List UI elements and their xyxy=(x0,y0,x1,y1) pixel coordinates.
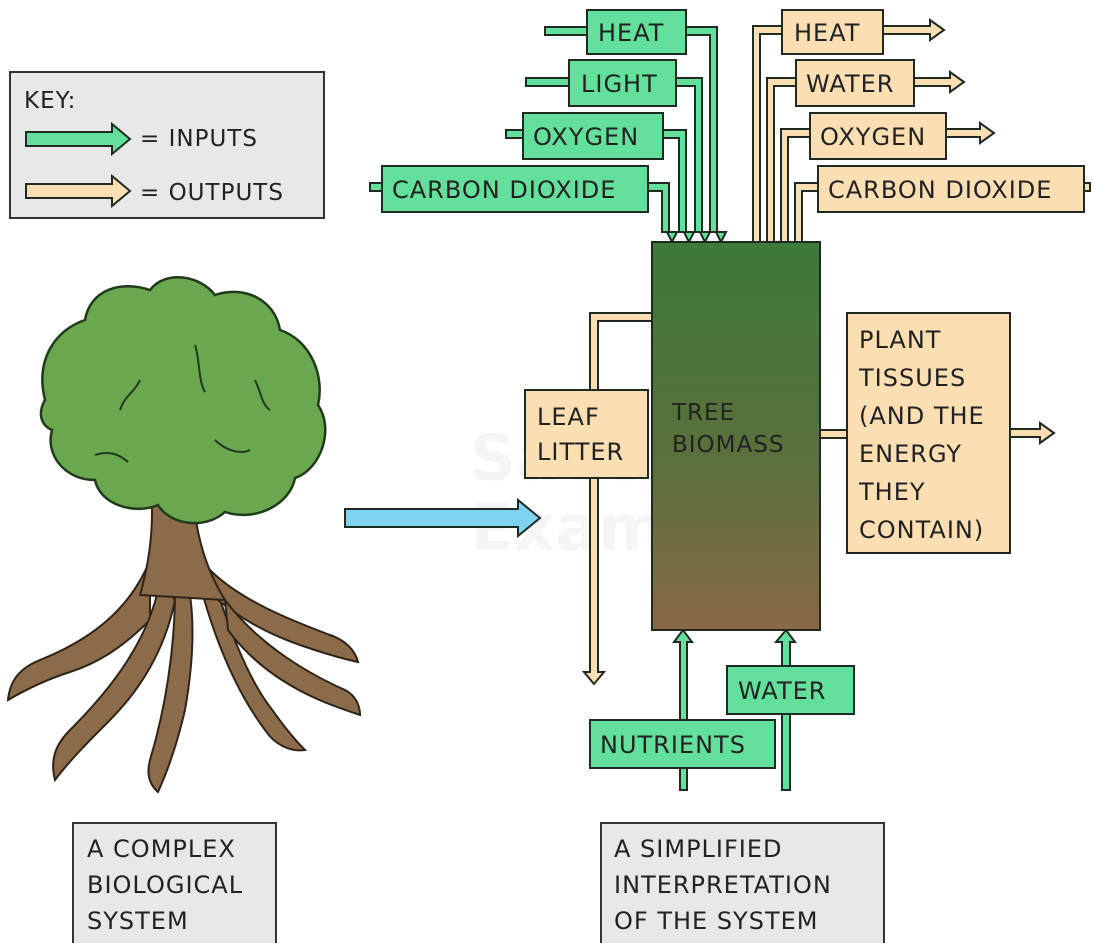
key-input-arrow xyxy=(25,121,132,157)
leaf-litter-line-2: LITTER xyxy=(537,438,624,466)
plant-tissues-line-4: ENERGY xyxy=(859,440,962,468)
input-box-light: LIGHT xyxy=(568,59,677,107)
biomass-line-2: BIOMASS xyxy=(672,432,784,458)
key-outputs-label: = OUTPUTS xyxy=(140,180,284,206)
plant-tissues-line-5: THEY xyxy=(858,478,926,506)
input-water-label: WATER xyxy=(738,677,826,705)
output-box-oxygen: OXYGEN xyxy=(809,112,947,160)
output-co2-label: CARBON DIOXIDE xyxy=(828,176,1052,204)
transform-arrow xyxy=(344,497,542,539)
tree-illustration xyxy=(6,276,362,794)
output-box-carbon-dioxide: CARBON DIOXIDE xyxy=(817,165,1085,213)
input-box-nutrients: NUTRIENTS xyxy=(589,719,776,769)
key-output-arrow xyxy=(25,173,132,209)
tree-canopy xyxy=(39,276,327,525)
output-oxygen-label: OXYGEN xyxy=(820,123,926,151)
caption-right-line-2: INTERPRETATION xyxy=(614,871,832,899)
key-box: KEY: = INPUTS = OUTPUTS xyxy=(9,71,325,219)
output-water-label: WATER xyxy=(806,70,894,98)
plant-tissues-line-1: PLANT xyxy=(859,326,941,354)
key-inputs-label: = INPUTS xyxy=(140,126,258,152)
caption-left: A COMPLEX BIOLOGICAL SYSTEM xyxy=(72,822,277,943)
plant-tissues-box: PLANT TISSUES (AND THE ENERGY THEY CONTA… xyxy=(846,312,1011,554)
caption-right-line-3: OF THE SYSTEM xyxy=(614,907,818,935)
caption-right-line-1: A SIMPLIFIED xyxy=(614,835,783,863)
input-nutrients-label: NUTRIENTS xyxy=(600,731,746,759)
input-co2-label: CARBON DIOXIDE xyxy=(392,176,616,204)
caption-right: A SIMPLIFIED INTERPRETATION OF THE SYSTE… xyxy=(600,822,885,943)
input-oxygen-label: OXYGEN xyxy=(533,123,639,151)
output-heat-label: HEAT xyxy=(794,19,860,47)
biomass-line-1: TREE xyxy=(671,400,735,426)
leaf-litter-line-1: LEAF xyxy=(537,403,600,431)
input-box-heat: HEAT xyxy=(586,9,687,55)
input-box-carbon-dioxide: CARBON DIOXIDE xyxy=(381,165,649,213)
tree-biomass-block: TREE BIOMASS xyxy=(651,241,821,631)
tree-roots xyxy=(6,559,362,794)
plant-tissues-line-3: (AND THE xyxy=(859,402,985,430)
caption-left-line-2: BIOLOGICAL xyxy=(87,871,243,899)
leaf-litter-pipe xyxy=(581,312,653,686)
input-light-label: LIGHT xyxy=(581,70,658,98)
caption-left-line-3: SYSTEM xyxy=(87,907,189,935)
input-heat-label: HEAT xyxy=(598,19,664,47)
key-title: KEY: xyxy=(24,88,76,114)
plant-tissues-line-6: CONTAIN) xyxy=(859,516,984,544)
output-box-water: WATER xyxy=(795,59,915,107)
leaf-litter-box: LEAF LITTER xyxy=(524,389,649,479)
caption-left-line-1: A COMPLEX xyxy=(87,835,236,863)
plant-tissues-pipe xyxy=(819,421,1056,445)
input-box-oxygen: OXYGEN xyxy=(522,112,664,160)
plant-tissues-line-2: TISSUES xyxy=(858,364,966,392)
output-box-heat: HEAT xyxy=(781,9,884,55)
input-box-water: WATER xyxy=(726,665,855,715)
